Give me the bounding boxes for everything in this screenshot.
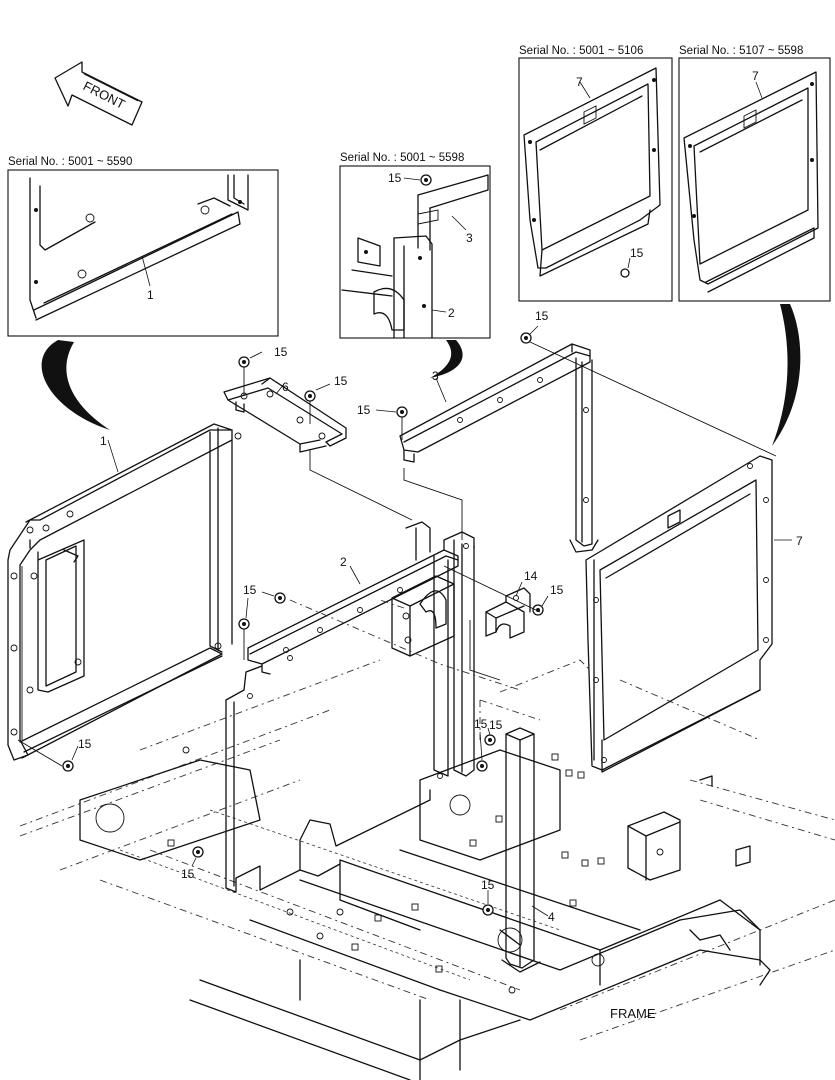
front-direction-arrow: FRONT xyxy=(54,61,143,126)
inset-middle-parts-2-3: Serial No. : 5001 ~ 5598 15 3 2 xyxy=(339,152,491,339)
inset-middle-serial: Serial No. : 5001 ~ 5598 xyxy=(340,152,464,164)
part-14-bracket: 14 15 xyxy=(485,569,564,639)
callout-1-inset: 1 xyxy=(147,288,154,302)
callout-15-top-a: 15 xyxy=(274,345,288,359)
callout-15-center-a: 15 xyxy=(489,718,503,732)
callout-3-inset: 3 xyxy=(466,231,473,245)
callout-14: 14 xyxy=(524,569,538,583)
part-7-right-panel: 7 xyxy=(585,455,803,773)
bolt-group-top xyxy=(238,332,532,440)
callout-15-right-bracket: 15 xyxy=(550,583,564,597)
callout-15-center-b: 15 xyxy=(474,717,488,731)
callout-2-inset: 2 xyxy=(448,306,455,320)
callout-15-inset-a: 15 xyxy=(630,246,644,260)
pointer-middle xyxy=(430,340,463,378)
pointer-right xyxy=(772,304,801,446)
part-1-left-panel: 1 xyxy=(7,423,242,761)
callout-15-bottom-left: 15 xyxy=(181,867,195,881)
assembly-lines xyxy=(17,341,777,767)
callout-1: 1 xyxy=(100,434,107,448)
bolt-center: 15 15 xyxy=(474,717,503,772)
bolt-bottom-left: 15 xyxy=(181,846,204,881)
inset-right-b-part-7: Serial No. : 5107 ~ 5598 7 xyxy=(678,45,831,302)
frame-structure xyxy=(19,659,835,1080)
bolt-bottom-center: 15 xyxy=(481,878,495,916)
callout-15-top-b: 15 xyxy=(334,374,348,388)
part-3-beam: 3 xyxy=(399,343,599,553)
callout-7: 7 xyxy=(796,534,803,548)
part-2-center-frame: 2 xyxy=(225,521,475,893)
callout-15-top-c: 15 xyxy=(357,403,371,417)
inset-right-a-part-7: Serial No. : 5001 ~ 5106 7 15 xyxy=(518,45,673,302)
callout-15-bottom-center: 15 xyxy=(481,878,495,892)
callout-7-inset-a: 7 xyxy=(576,75,583,89)
bolt-left-low: 15 xyxy=(62,737,92,772)
callout-15-left-low: 15 xyxy=(78,737,92,751)
inset-left-part-1: Serial No. : 5001 ~ 5590 1 xyxy=(7,156,279,337)
callout-15-inset-middle: 15 xyxy=(388,171,402,185)
callout-2: 2 xyxy=(340,555,347,569)
callout-15-mid-left: 15 xyxy=(243,583,257,597)
inset-right-b-serial: Serial No. : 5107 ~ 5598 xyxy=(679,45,803,57)
pointer-left xyxy=(41,340,110,430)
bolt-mid-left: 15 xyxy=(238,583,286,630)
inset-left-serial: Serial No. : 5001 ~ 5590 xyxy=(8,156,132,168)
callout-7-inset-b: 7 xyxy=(752,69,759,83)
callout-4: 4 xyxy=(548,910,555,924)
frame-label: FRAME xyxy=(610,1006,656,1021)
callout-3: 3 xyxy=(432,369,439,383)
part-4-post: 4 xyxy=(501,727,555,994)
callout-6: 6 xyxy=(282,380,289,394)
part-6-bracket: 6 xyxy=(223,377,347,453)
inset-right-a-serial: Serial No. : 5001 ~ 5106 xyxy=(519,45,643,57)
callout-15-top-d: 15 xyxy=(535,309,549,323)
